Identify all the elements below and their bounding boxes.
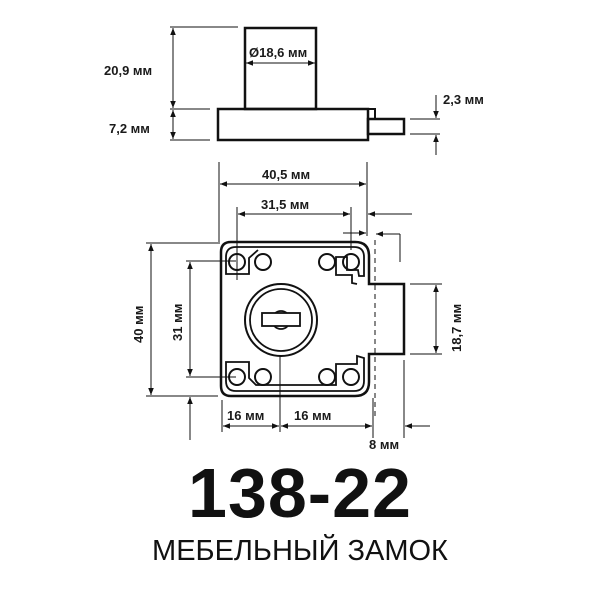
hole-bottom-left-inner: [254, 368, 272, 386]
lock-body-inner-bottom: [225, 354, 365, 392]
label-backset-right: 16 мм: [294, 408, 331, 423]
hole-bottom-right-outer: [342, 368, 360, 386]
front-extension-lines: [146, 162, 442, 440]
label-hole-spacing-vertical: 31 мм: [170, 304, 185, 341]
label-bolt-throw: 8 мм: [369, 437, 399, 452]
hole-top-right-outer: [342, 253, 360, 271]
lock-body-inner-left: [225, 246, 259, 275]
base-plate-side: [216, 107, 370, 142]
bolt-side: [366, 117, 406, 136]
label-hole-spacing-horizontal: 31,5 мм: [261, 197, 309, 212]
key-cylinder-inner: [249, 288, 313, 352]
front-view: [146, 162, 442, 440]
key-cylinder-outer: [244, 283, 318, 357]
side-view: [170, 26, 440, 155]
label-bolt-height: 18,7 мм: [449, 304, 464, 352]
label-base-height: 7,2 мм: [109, 121, 150, 136]
label-cylinder-diameter: Ø18,6 мм: [249, 45, 307, 60]
label-backset-left: 16 мм: [227, 408, 264, 423]
hole-top-right-inner: [318, 253, 336, 271]
lock-body-outline: [219, 240, 406, 398]
side-extension-lines: [170, 26, 440, 141]
model-number: 138-22: [188, 454, 412, 532]
lock-body-inner-outline: [236, 246, 365, 285]
keyhole-slot: [261, 312, 301, 327]
label-body-width: 40,5 мм: [262, 167, 310, 182]
label-cylinder-height: 20,9 мм: [104, 63, 152, 78]
label-bolt-offset: 2,3 мм: [443, 92, 484, 107]
product-subtitle: МЕБЕЛЬНЫЙ ЗАМОК: [152, 535, 448, 567]
hole-top-left-inner: [254, 253, 272, 271]
hole-bottom-right-inner: [318, 368, 336, 386]
label-body-height: 40 мм: [131, 306, 146, 343]
cylinder-side: [243, 26, 318, 111]
